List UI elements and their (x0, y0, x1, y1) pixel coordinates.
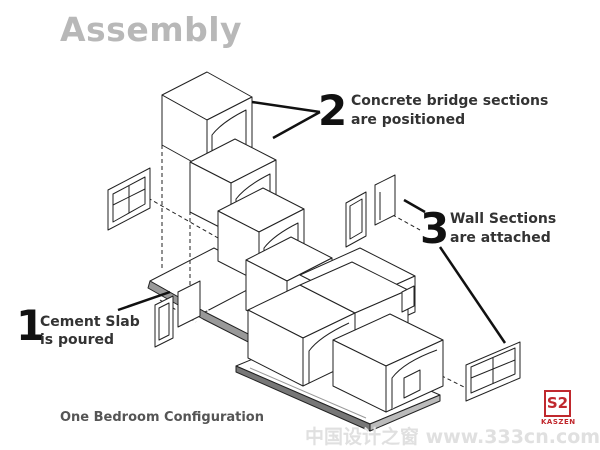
step-3-label-line1: Wall Sections (450, 211, 557, 227)
step-1-label-line1: Cement Slab (40, 314, 140, 330)
kaszen-logo: S2 (544, 390, 571, 417)
step-1-label-line2: is poured (40, 332, 115, 348)
configuration-caption: One Bedroom Configuration (60, 410, 264, 425)
wall-section-left-door (154, 280, 201, 348)
watermark-text: 中国设计之窗 www.333cn.com (305, 426, 600, 448)
step-3-label-line2: are attached (450, 230, 551, 246)
step-2-number: 2 (318, 86, 348, 135)
step-3-number: 3 (420, 204, 450, 253)
kaszen-logo-label: KASZEN (541, 418, 576, 426)
step-2-label-line2: are positioned (351, 112, 466, 128)
leader-lines (117, 100, 507, 344)
wall-section-left-top (107, 167, 151, 231)
wall-section-right-door (345, 174, 396, 248)
wall-section-side-panels (401, 285, 421, 399)
wall-section-right-bottom (465, 341, 521, 402)
step-2-label-line1: Concrete bridge sections (351, 93, 549, 109)
step-1-number: 1 (16, 301, 46, 350)
page-title: Assembly (60, 10, 243, 49)
